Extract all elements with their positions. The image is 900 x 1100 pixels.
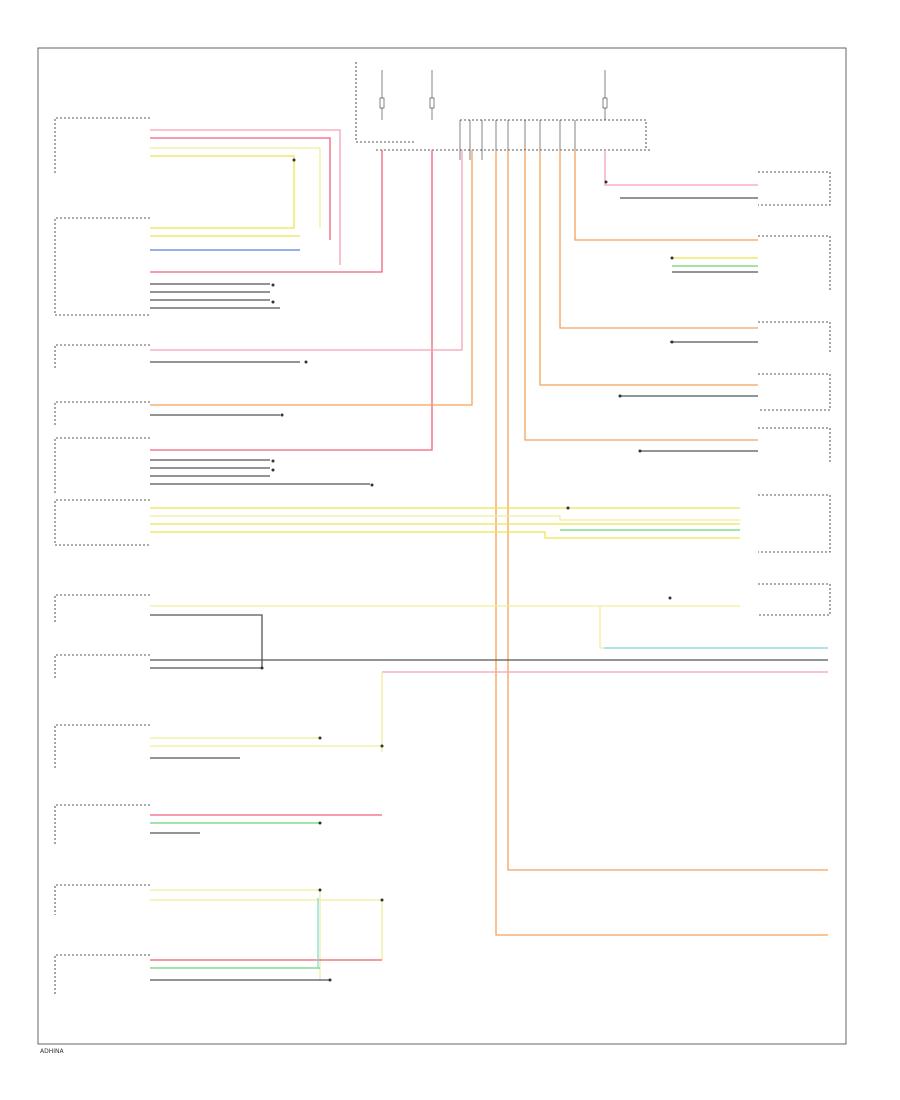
splice-dot — [318, 736, 322, 740]
wire-orange-long-b — [507, 150, 828, 871]
wire-orange-d — [559, 150, 758, 329]
footer-code: ADHINA — [40, 1048, 64, 1055]
splice-dot — [670, 340, 674, 344]
diagram-border — [37, 47, 847, 1045]
fuse-block — [355, 62, 647, 160]
wire-orange-long-a — [495, 150, 828, 936]
wire-pink-b — [150, 150, 463, 351]
wire-orange-b — [524, 150, 758, 441]
wire-pink-right — [604, 150, 758, 186]
splice-dot — [318, 888, 322, 892]
splice-dot — [328, 978, 332, 982]
wire-yellow-b — [150, 155, 295, 229]
splice-dot — [271, 283, 275, 287]
splice-dot — [566, 506, 570, 510]
splice-dot — [604, 180, 608, 184]
splice-dot — [668, 596, 672, 600]
wire-gray-lamp-a — [150, 614, 263, 668]
splice-dot — [638, 449, 642, 453]
splice-dot — [271, 468, 275, 472]
splice-dot — [670, 256, 674, 260]
splice-dot — [280, 413, 284, 417]
splice-dot — [271, 300, 275, 304]
wire-yellow-bus-d — [150, 531, 740, 539]
splice-dot — [318, 821, 322, 825]
wire-orange-a — [150, 150, 473, 406]
component-boxes — [54, 117, 831, 995]
splice-dot — [292, 158, 296, 162]
wire-yellow-bus-b — [150, 515, 740, 521]
wire-orange-c — [539, 150, 758, 386]
wire-red-main — [150, 150, 383, 273]
splice-points — [260, 158, 674, 982]
splice-dot — [260, 666, 264, 670]
wire-red-a — [150, 137, 331, 240]
wire-yellow-low-d — [150, 899, 383, 961]
wire-orange-e — [574, 150, 758, 241]
splice-dot — [380, 744, 384, 748]
wire-red-b — [150, 150, 433, 451]
wires — [150, 129, 828, 981]
splice-dot — [271, 459, 275, 463]
wire-pink-a — [150, 129, 341, 265]
splice-dot — [304, 360, 308, 364]
splice-dot — [618, 394, 622, 398]
wire-yellow-a — [150, 147, 321, 228]
splice-dot — [370, 483, 374, 487]
wire-yellow-low-c — [150, 889, 321, 980]
splice-dot — [380, 898, 384, 902]
wire-yellow-lamp-a — [150, 605, 828, 649]
